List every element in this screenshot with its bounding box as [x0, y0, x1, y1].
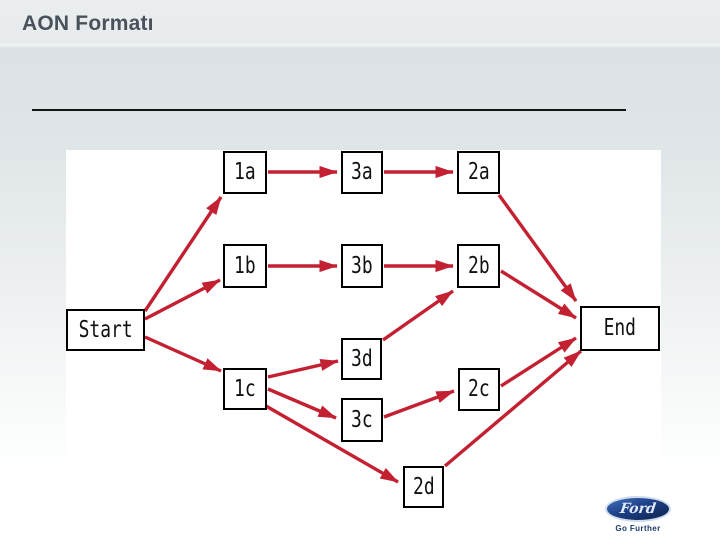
node-3d: 3d: [341, 338, 382, 380]
node-end: End: [580, 306, 660, 351]
node-label-2b: 2b: [467, 252, 490, 279]
node-label-3b: 3b: [351, 252, 373, 279]
node-label-2c: 2c: [468, 376, 490, 402]
node-2b: 2b: [457, 244, 500, 288]
node-label-3a: 3a: [351, 159, 373, 185]
ford-wordmark: Ford: [619, 501, 657, 517]
page-title: AON Formatı: [22, 12, 154, 35]
node-1c: 1c: [223, 368, 267, 410]
node-label-2a: 2a: [467, 159, 490, 185]
node-label-3c: 3c: [351, 406, 373, 433]
ford-logo: Ford Go Further: [600, 496, 676, 533]
node-label-1c: 1c: [234, 375, 256, 402]
node-label-1a: 1a: [234, 159, 256, 185]
node-label-1b: 1b: [234, 252, 256, 279]
node-label-3d: 3d: [350, 345, 373, 372]
node-3a: 3a: [341, 151, 383, 194]
node-1a: 1a: [223, 151, 267, 194]
node-3b: 3b: [341, 244, 383, 288]
node-label-2d: 2d: [412, 473, 435, 500]
node-3c: 3c: [341, 398, 383, 442]
node-2d: 2d: [403, 466, 444, 508]
divider-line: [32, 109, 626, 111]
node-2c: 2c: [458, 368, 500, 411]
node-2a: 2a: [457, 151, 500, 194]
ford-tagline: Go Further: [615, 524, 661, 533]
node-label-end: End: [603, 315, 637, 341]
node-1b: 1b: [223, 244, 267, 288]
node-start: Start: [66, 309, 145, 351]
ford-oval-icon: Ford: [605, 496, 671, 522]
node-label-start: Start: [78, 316, 133, 343]
